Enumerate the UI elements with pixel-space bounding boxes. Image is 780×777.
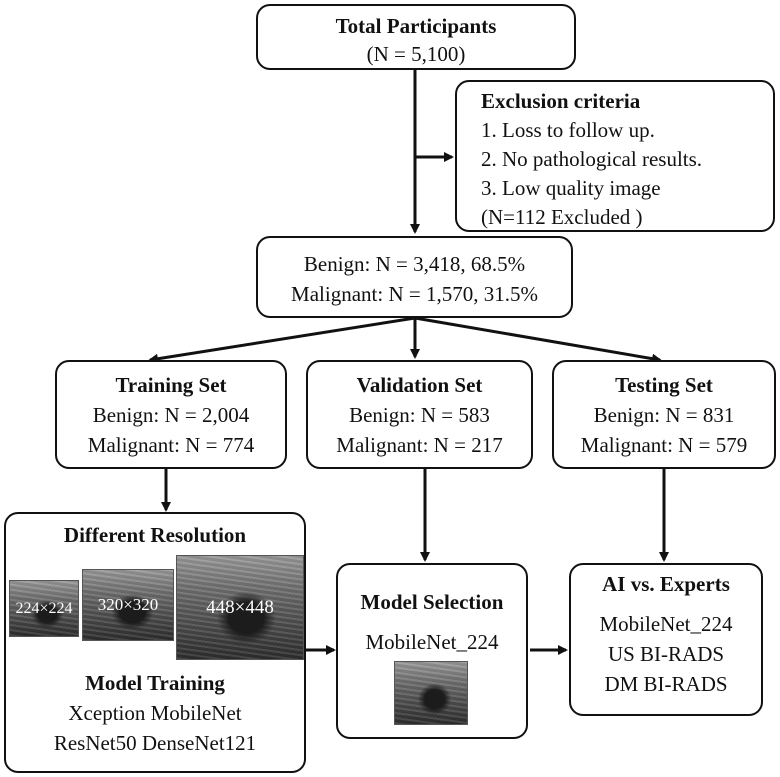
arrow-cohort-to-training xyxy=(148,316,416,364)
validation-benign: Benign: N = 583 xyxy=(349,403,490,427)
model-selection-box: Model Selection MobileNet_224 xyxy=(336,563,528,739)
validation-set-box: Validation Set Benign: N = 583 Malignant… xyxy=(306,360,533,469)
resolution-label: 320×320 xyxy=(97,595,159,614)
experts-item: US BI-RADS xyxy=(607,642,725,666)
resolution-training-box: Different Resolution 224×224 320×320 448… xyxy=(4,512,306,773)
ai-vs-experts-box: AI vs. Experts MobileNet_224 US BI-RADS … xyxy=(569,563,763,716)
model-list-line: Xception MobileNet xyxy=(68,701,242,725)
resolution-label: 224×224 xyxy=(15,599,73,617)
testing-set-box: Testing Set Benign: N = 831 Malignant: N… xyxy=(552,360,776,469)
model-list-line: ResNet50 DenseNet121 xyxy=(53,731,257,755)
exclusion-item: 3. Low quality image xyxy=(481,176,661,200)
exclusion-item: 2. No pathological results. xyxy=(481,147,703,171)
exclusion-item: 1. Loss to follow up. xyxy=(481,118,655,142)
testing-benign: Benign: N = 831 xyxy=(593,403,735,427)
training-benign: Benign: N = 2,004 xyxy=(92,403,250,427)
total-title: Total Participants xyxy=(335,14,497,38)
ultrasound-image-224: 224×224 xyxy=(9,580,79,637)
selection-model: MobileNet_224 xyxy=(365,630,499,654)
resolution-label: 448×448 xyxy=(206,596,274,618)
cohort-benign: Benign: N = 3,418, 68.5% xyxy=(303,252,526,276)
exclusion-title: Exclusion criteria xyxy=(481,89,641,113)
ultrasound-image-448: 448×448 xyxy=(176,555,304,660)
exclusion-excluded-count: (N=112 Excluded ) xyxy=(481,205,643,229)
ultrasound-image-selected xyxy=(394,661,468,725)
arrow-cohort-to-testing xyxy=(414,316,662,364)
total-count: (N = 5,100) xyxy=(366,42,466,66)
experts-title: AI vs. Experts xyxy=(602,572,730,596)
cohort-box: Benign: N = 3,418, 68.5% Malignant: N = … xyxy=(256,236,573,318)
resolution-title: Different Resolution xyxy=(63,523,247,547)
training-set-box: Training Set Benign: N = 2,004 Malignant… xyxy=(55,360,287,469)
validation-title: Validation Set xyxy=(356,373,483,397)
cohort-malignant: Malignant: N = 1,570, 31.5% xyxy=(291,282,538,306)
validation-malignant: Malignant: N = 217 xyxy=(336,433,503,457)
experts-item: MobileNet_224 xyxy=(599,612,733,636)
training-malignant: Malignant: N = 774 xyxy=(87,433,255,457)
model-training-title: Model Training xyxy=(85,671,225,695)
selection-title: Model Selection xyxy=(360,590,504,614)
testing-malignant: Malignant: N = 579 xyxy=(580,433,748,457)
exclusion-criteria-box: Exclusion criteria 1. Loss to follow up.… xyxy=(455,80,775,232)
training-title: Training Set xyxy=(115,373,227,397)
testing-title: Testing Set xyxy=(615,373,713,397)
experts-item: DM BI-RADS xyxy=(604,672,728,696)
total-participants-box: Total Participants (N = 5,100) xyxy=(256,4,576,70)
ultrasound-image-320: 320×320 xyxy=(82,569,174,641)
